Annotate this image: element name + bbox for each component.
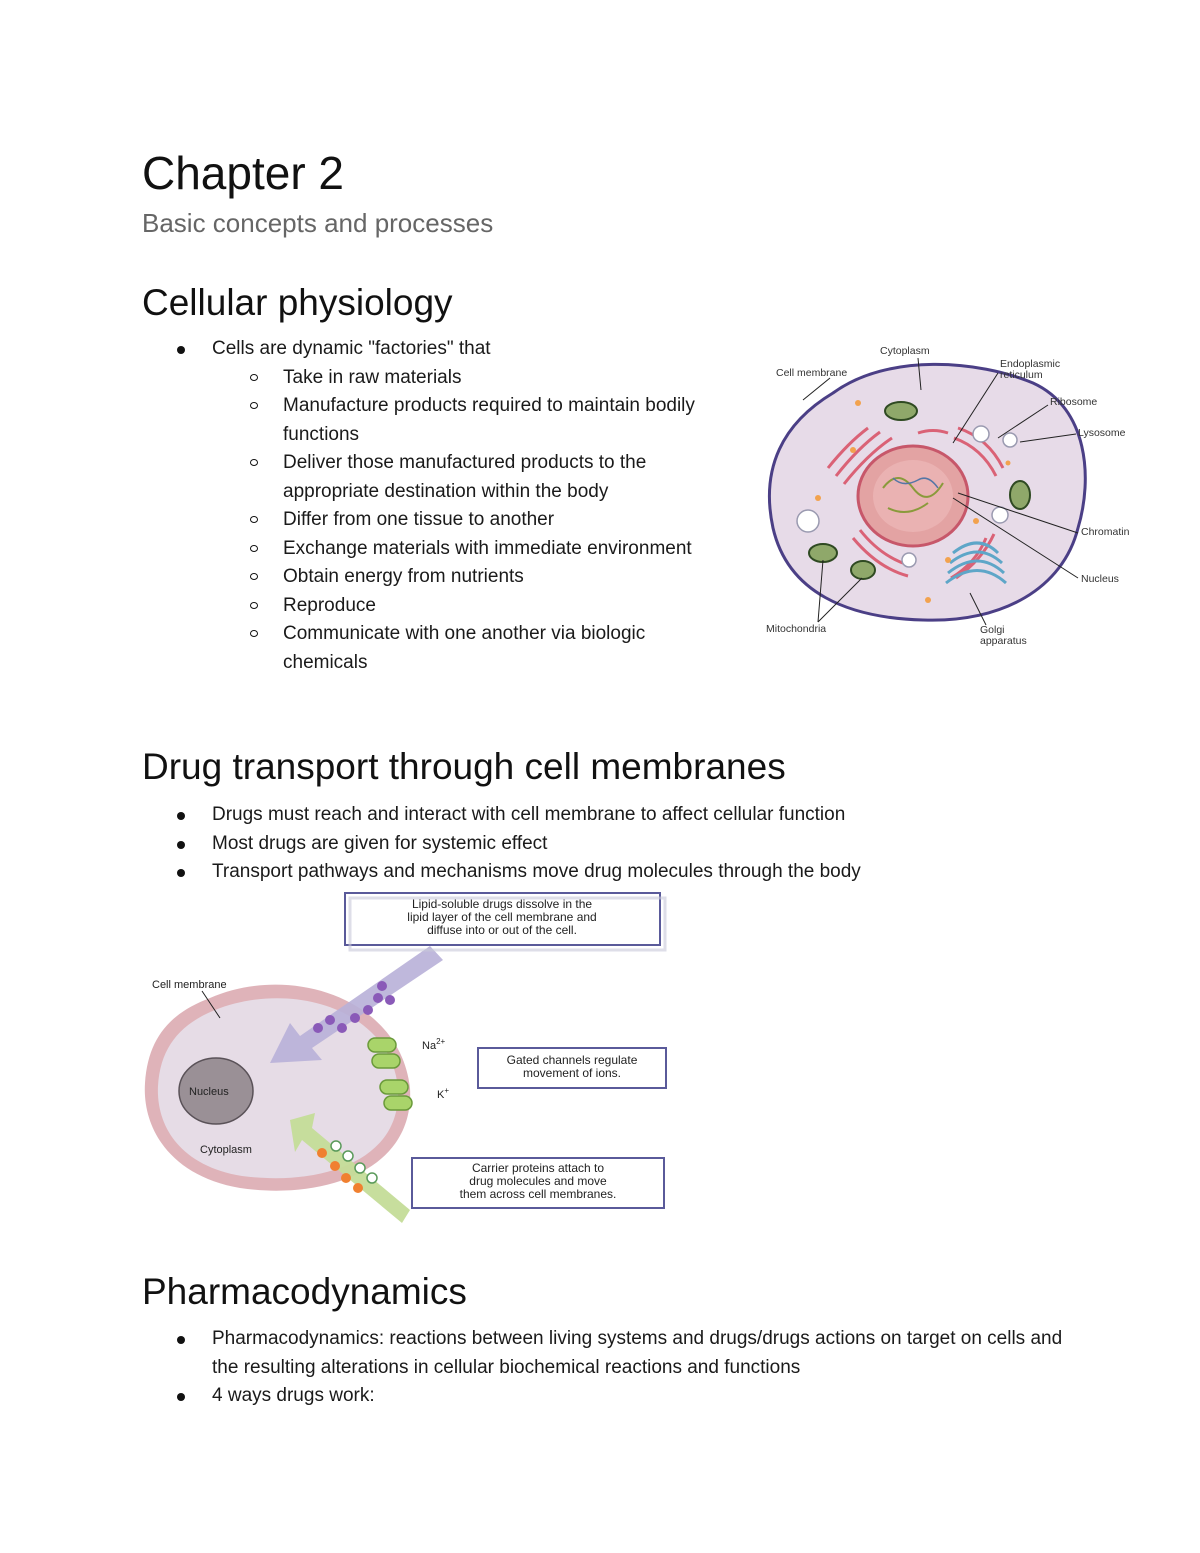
list-item: Most drugs are given for systemic effect <box>142 830 1062 859</box>
label-golgi-line2: apparatus <box>980 635 1027 647</box>
lipid-callout-line3: diffuse into or out of the cell. <box>427 923 577 937</box>
list-item: Communicate with one another via biologi… <box>142 620 713 677</box>
carrier-callout-line3: them across cell membranes. <box>460 1187 617 1201</box>
pharmacodynamics-list: Pharmacodynamics: reactions between livi… <box>142 1325 1072 1411</box>
label-er-line2: reticulum <box>1000 369 1043 381</box>
list-item: Exchange materials with immediate enviro… <box>142 535 773 564</box>
label-k-ion: K+ <box>437 1086 449 1101</box>
heading-drug-transport: Drug transport through cell membranes <box>142 746 786 787</box>
lipid-callout-line1: Lipid-soluble drugs dissolve in the <box>412 897 592 911</box>
gated-callout-line2: movement of ions. <box>523 1066 621 1080</box>
label-cell-membrane: Cell membrane <box>152 979 227 991</box>
cell-diagram: Cytoplasm Cell membrane Endoplasmic reti… <box>766 345 1130 647</box>
carrier-callout-line2: drug molecules and move <box>469 1174 607 1188</box>
chapter-subtitle: Basic concepts and processes <box>142 208 494 238</box>
label-chromatin: Chromatin <box>1081 526 1130 538</box>
label-nucleus: Nucleus <box>189 1086 229 1098</box>
label-er-line1: Endoplasmic <box>1000 358 1060 370</box>
carrier-callout-line1: Carrier proteins attach to <box>472 1161 604 1175</box>
label-cytoplasm: Cytoplasm <box>880 345 930 357</box>
label-cell-membrane: Cell membrane <box>776 367 847 379</box>
label-cytoplasm: Cytoplasm <box>200 1144 252 1156</box>
chapter-title: Chapter 2 <box>142 147 345 199</box>
list-item: Manufacture products required to maintai… <box>142 392 713 449</box>
heading-pharmacodynamics: Pharmacodynamics <box>142 1271 467 1312</box>
lipid-callout-line2: lipid layer of the cell membrane and <box>407 910 596 924</box>
heading-cellular-physiology: Cellular physiology <box>142 282 453 323</box>
list-item: Reproduce <box>142 592 713 621</box>
list-item: Differ from one tissue to another <box>142 506 713 535</box>
gated-callout-line1: Gated channels regulate <box>507 1053 638 1067</box>
label-mitochondria: Mitochondria <box>766 623 826 635</box>
list-item: Take in raw materials <box>142 364 713 393</box>
list-item: Pharmacodynamics: reactions between livi… <box>142 1325 1072 1382</box>
label-ribosome: Ribosome <box>1050 396 1097 408</box>
list-item: Deliver those manufactured products to t… <box>142 449 713 506</box>
list-item: Drugs must reach and interact with cell … <box>142 801 1062 830</box>
label-golgi-line1: Golgi <box>980 624 1005 636</box>
list-item: 4 ways drugs work: <box>142 1382 1072 1411</box>
list-item: Obtain energy from nutrients <box>142 563 713 592</box>
label-na-ion: Na2+ <box>422 1037 446 1052</box>
label-nucleus: Nucleus <box>1081 573 1119 585</box>
label-lysosome: Lysosome <box>1078 427 1126 439</box>
cellular-physiology-list: Cells are dynamic "factories" that Take … <box>142 335 762 677</box>
list-item: Cells are dynamic "factories" that <box>142 335 762 364</box>
membrane-transport-diagram: Lipid-soluble drugs dissolve in the lipi… <box>144 892 667 1223</box>
list-item: Transport pathways and mechanisms move d… <box>142 858 1062 887</box>
drug-transport-list: Drugs must reach and interact with cell … <box>142 801 1062 887</box>
